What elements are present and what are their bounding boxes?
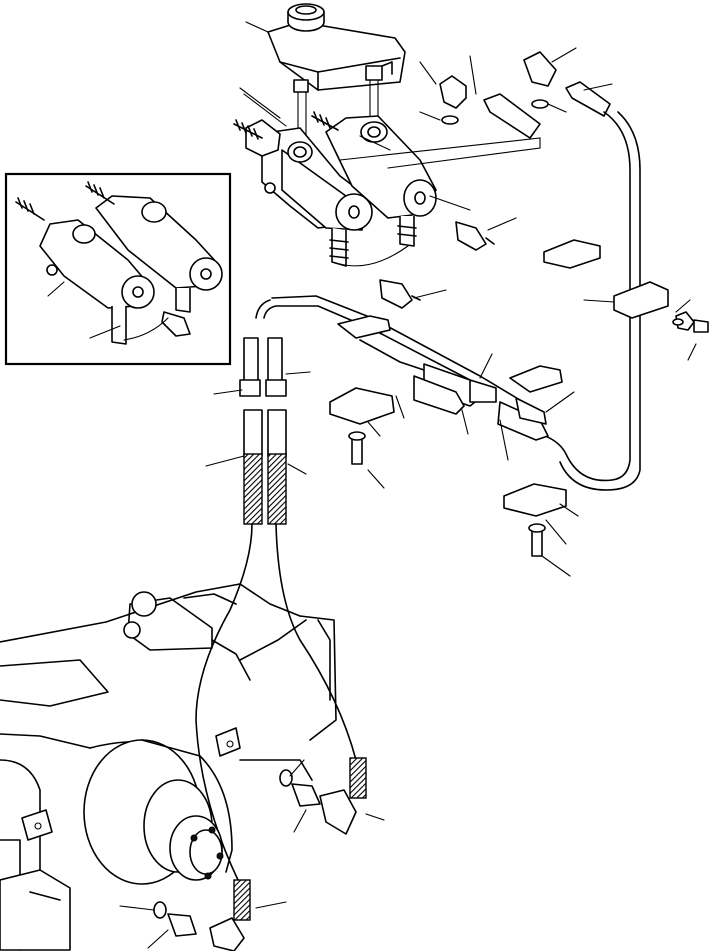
pressure-switches: [379, 221, 495, 309]
fluid-reservoir: [267, 3, 406, 93]
flex-hoses: [195, 337, 367, 921]
bottom-fittings: [153, 769, 357, 951]
inset-detail: [4, 172, 232, 366]
master-cylinders-main: [233, 111, 437, 267]
brake-lines: [255, 111, 641, 491]
top-right-fittings: [339, 51, 611, 169]
hose-fittings: [413, 363, 549, 441]
leader-lines: [47, 21, 697, 949]
line-clamps: [329, 239, 709, 557]
clutch-housing: [0, 739, 233, 951]
